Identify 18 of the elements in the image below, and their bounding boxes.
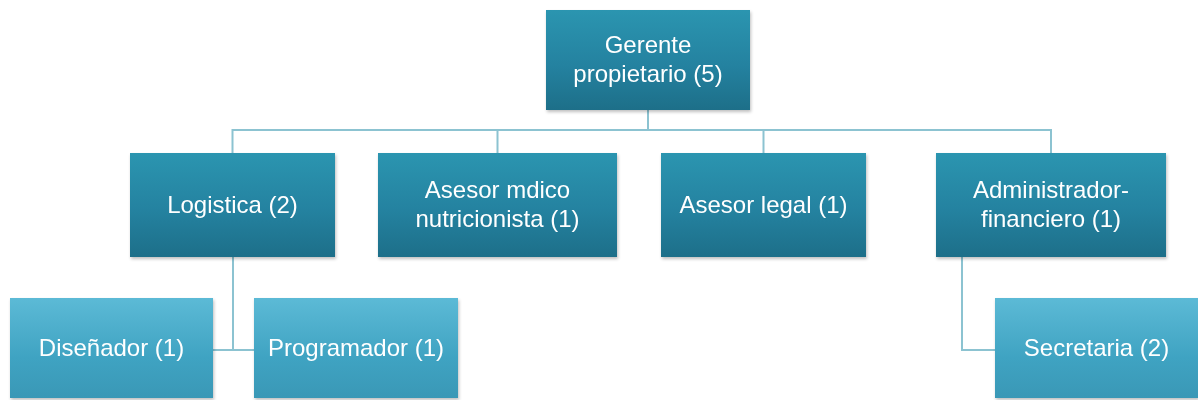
org-box	[995, 298, 1198, 398]
role-label: Asesor legal (1)	[679, 190, 848, 220]
org-box	[254, 298, 458, 398]
org-box	[10, 298, 213, 398]
connector-line	[232, 256, 255, 351]
role-label: Administrador-financiero (1)	[971, 176, 1130, 234]
org-box	[378, 153, 617, 257]
org-box	[661, 153, 866, 257]
org-box	[546, 10, 750, 110]
role-label: Diseñador (1)	[38, 333, 185, 363]
org-box	[130, 153, 335, 257]
org-box	[936, 153, 1166, 257]
role-label: Gerente propietario (5)	[572, 31, 724, 89]
role-label: Asesor mdico nutricionista (1)	[414, 176, 581, 234]
role-label: Programador (1)	[267, 333, 445, 363]
connector-line	[961, 256, 996, 351]
role-label: Logistica (2)	[167, 190, 298, 220]
role-label: Secretaria (2)	[1023, 333, 1170, 363]
